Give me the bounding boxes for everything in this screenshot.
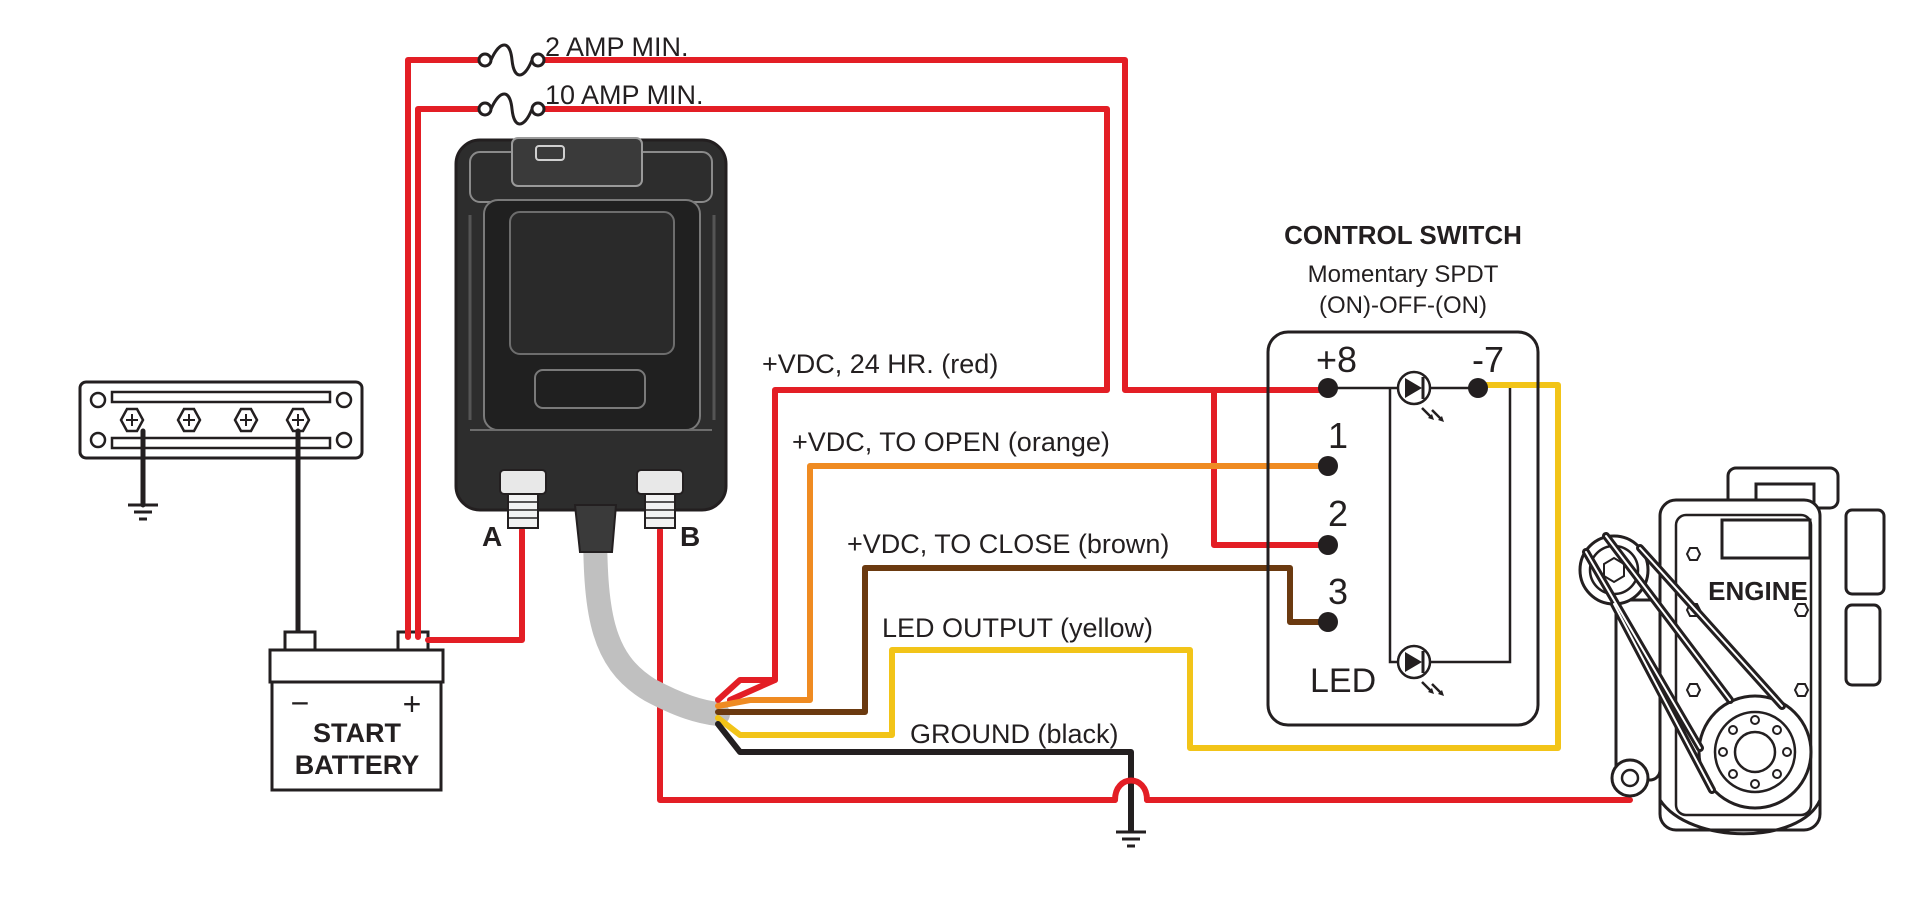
label-ground: GROUND (black): [910, 719, 1119, 749]
battery-plus: +: [403, 686, 422, 722]
led-label: LED: [1310, 662, 1376, 700]
control-switch-title: CONTROL SWITCH: [1284, 220, 1522, 250]
bus-bar-icon: [78, 380, 364, 460]
pin-label-3: 3: [1328, 571, 1348, 612]
terminal-minus7: [1468, 378, 1488, 398]
wire-vdc-open: [715, 463, 1329, 709]
control-switch: [1266, 330, 1540, 727]
engine-label: ENGINE: [1708, 576, 1808, 606]
relay-terminal-a: A: [482, 521, 502, 552]
red-wires: [405, 57, 1633, 803]
terminal-plus8: [1318, 378, 1338, 398]
wire-b-to-engine: [657, 527, 1633, 803]
pin-label-1: 1: [1328, 415, 1348, 456]
control-switch-type: Momentary SPDT: [1308, 261, 1499, 288]
wire-10amp-fused: [415, 106, 1110, 703]
pin-label-plus8: +8: [1316, 339, 1357, 380]
terminal-2: [1318, 535, 1338, 555]
led-icon: [1396, 644, 1444, 696]
wire-battery-to-a: [425, 527, 525, 643]
battery-label-line2: BATTERY: [295, 750, 420, 780]
pin-label-2: 2: [1328, 493, 1348, 534]
ground-icon: [128, 503, 158, 521]
wire-vdc-24hr: [715, 677, 778, 703]
terminal-1: [1318, 456, 1338, 476]
ground-icon: [1116, 830, 1146, 848]
harness-cable: [583, 508, 730, 726]
wire-jumper-8-to-2: [1211, 387, 1331, 548]
engine-icon: [1578, 466, 1886, 836]
pin-label-minus7: -7: [1472, 339, 1504, 380]
label-led-output: LED OUTPUT (yellow): [882, 613, 1153, 643]
wire-ground: [715, 721, 1134, 833]
wire-vdc-close: [715, 565, 1329, 715]
relay-icon: [454, 137, 728, 553]
terminal-3: [1318, 612, 1338, 632]
label-vdc-close: +VDC, TO CLOSE (brown): [847, 529, 1169, 559]
battery-label-line1: START: [313, 718, 401, 748]
relay-terminal-b: B: [680, 521, 700, 552]
battery-icon: − + START BATTERY: [268, 630, 445, 792]
control-switch-positions: (ON)-OFF-(ON): [1319, 292, 1487, 319]
wire-2amp-fused: [405, 57, 1331, 640]
fuse-label-2amp: 2 AMP MIN.: [545, 32, 689, 62]
fuse-label-10amp: 10 AMP MIN.: [545, 80, 704, 110]
led-icon: [1396, 370, 1444, 422]
fuse-icon: [477, 43, 546, 126]
battery-minus: −: [291, 685, 310, 721]
label-vdc-open: +VDC, TO OPEN (orange): [792, 427, 1110, 457]
wire-led-output: [715, 382, 1561, 751]
label-vdc-24hr: +VDC, 24 HR. (red): [762, 349, 998, 379]
